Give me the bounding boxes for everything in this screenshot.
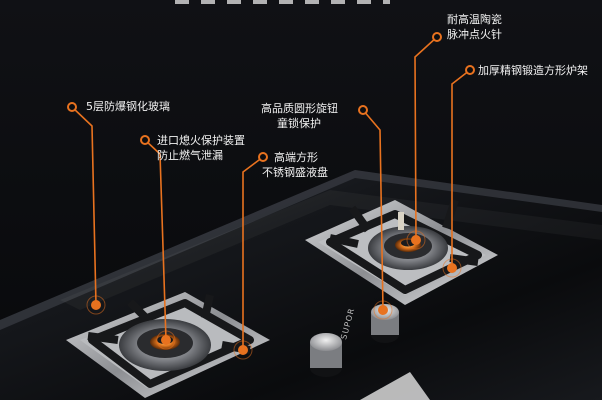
label-tray-line2: 不锈钢盛液盘 <box>262 166 328 179</box>
tray-leader <box>242 156 264 350</box>
label-glass: 5层防爆钢化玻璃 <box>86 99 170 114</box>
tray-marker-icon <box>238 345 248 355</box>
label-ceramic-line2: 脉冲点火针 <box>447 28 502 41</box>
label-flameout-line2: 防止燃气泄漏 <box>157 149 223 162</box>
label-flameout: 进口熄火保护装置 防止燃气泄漏 <box>157 133 245 163</box>
flameout-leader <box>144 139 167 341</box>
rating-plate <box>360 372 430 400</box>
cropped-heading-fragment <box>175 0 390 4</box>
label-ceramic-line1: 耐高温陶瓷 <box>447 13 502 26</box>
knob-leader <box>362 109 384 311</box>
knob-marker-icon <box>378 305 388 315</box>
frame-marker-icon <box>447 263 457 273</box>
left-grate <box>87 294 254 388</box>
glass-leader <box>71 106 97 306</box>
flameout-marker-icon <box>161 335 171 345</box>
left-knob-icon <box>310 333 342 377</box>
ceramic-leader <box>414 36 438 241</box>
label-tray-line1: 高端方形 <box>274 151 318 164</box>
label-knob-line1: 高品质圆形旋钮 <box>261 102 338 115</box>
glass-marker-icon <box>91 300 101 310</box>
label-knob-line2: 童锁保护 <box>277 117 321 130</box>
label-flameout-line1: 进口熄火保护装置 <box>157 134 245 147</box>
frame-leader <box>451 69 471 268</box>
label-frame: 加厚精钢锻造方形炉架 <box>478 63 588 78</box>
label-ceramic: 耐高温陶瓷 脉冲点火针 <box>447 12 502 42</box>
label-glass-line1: 5层防爆钢化玻璃 <box>86 100 170 113</box>
label-knob: 高品质圆形旋钮 童锁保护 <box>261 101 338 131</box>
label-frame-line1: 加厚精钢锻造方形炉架 <box>478 64 588 77</box>
label-tray: 高端方形 不锈钢盛液盘 <box>262 150 328 180</box>
right-grate <box>326 198 482 294</box>
ceramic-marker-icon <box>411 235 421 245</box>
